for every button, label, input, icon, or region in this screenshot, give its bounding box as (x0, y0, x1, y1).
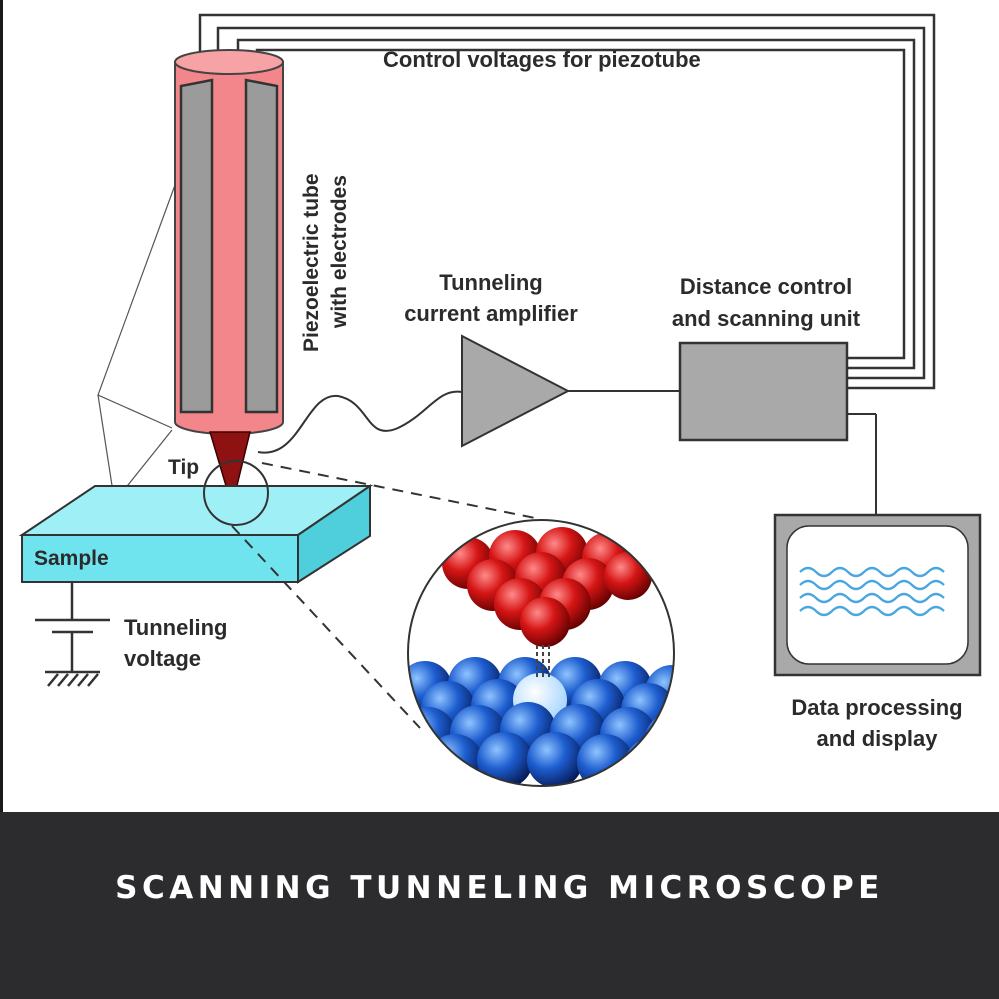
piezo-tube-label-line2: with electrodes (328, 175, 351, 329)
display-label-line2: and display (816, 726, 938, 751)
sample-block (18, 484, 374, 584)
distance-control-unit (678, 341, 849, 442)
tip-label: Tip (168, 456, 199, 479)
diagram-area: Control voltages for piezotube Piezoelec… (0, 0, 982, 812)
display-monitor (773, 513, 982, 677)
control-unit-label-line2: and scanning unit (672, 306, 861, 331)
tip-magnifier-circle (203, 460, 269, 526)
stm-diagram: Control voltages for piezotube Piezoelec… (18, 13, 982, 787)
amplifier-symbol (461, 334, 571, 448)
piezoelectric-tube (174, 49, 284, 435)
zoom-dashed-lines (231, 462, 541, 729)
tunneling-current-dashes (536, 645, 550, 678)
display-label-line1: Data processing (791, 695, 962, 720)
sample-atoms (408, 657, 674, 786)
control-unit-label-line1: Distance control (680, 274, 852, 299)
amplifier-label-line1: Tunneling (439, 270, 542, 295)
atomic-zoom-view (407, 519, 675, 787)
piezo-tube-label-line1: Piezoelectric tube (300, 173, 323, 352)
tube-outline-lines (97, 184, 176, 506)
control-voltages-label: Control voltages for piezotube (383, 47, 701, 72)
amplifier-label-line2: current amplifier (404, 301, 578, 326)
tunneling-voltage-label-line2: voltage (124, 646, 201, 671)
diagram-caption: SCANNING TUNNELING MICROSCOPE (115, 870, 884, 906)
stm-tip (208, 431, 251, 509)
tunneling-voltage-label-line1: Tunneling (124, 615, 227, 640)
sample-label: Sample (34, 547, 109, 570)
tunneling-current-wire (257, 390, 463, 454)
tunneling-voltage-source (35, 582, 110, 687)
caption-bar: SCANNING TUNNELING MICROSCOPE (0, 812, 999, 999)
